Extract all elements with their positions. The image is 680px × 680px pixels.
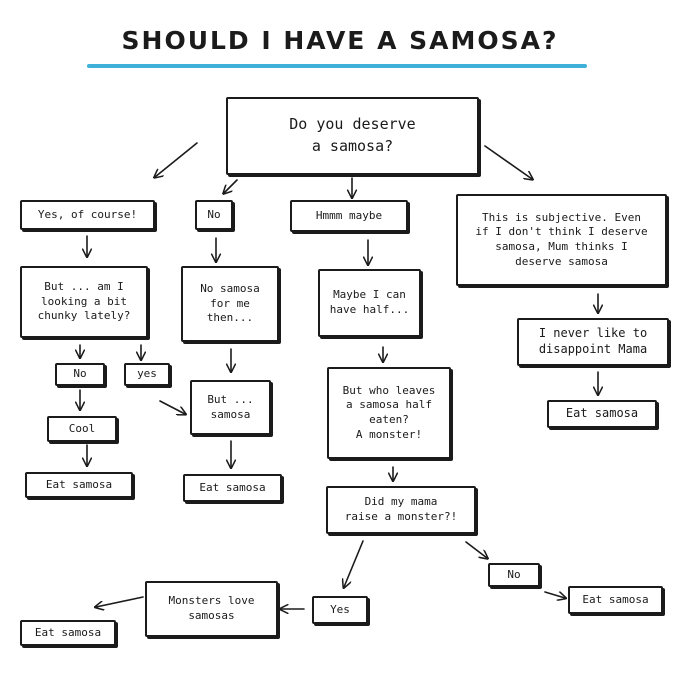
node-eat-samosa-mama: Eat samosa [547, 400, 657, 428]
node-chunky-no: No [55, 363, 105, 386]
node-chunky: But ... am I looking a bit chunky lately… [20, 266, 148, 338]
node-no-samosa: No samosa for me then... [181, 266, 279, 342]
node-eat-samosa-cool: Eat samosa [25, 472, 133, 498]
node-disappoint-mama: I never like to disappoint Mama [517, 318, 669, 366]
node-monsters-love: Monsters love samosas [145, 581, 278, 637]
node-eat-samosa-monster-no: Eat samosa [568, 586, 663, 614]
node-subjective: This is subjective. Even if I don't thin… [456, 194, 667, 286]
page-title: SHOULD I HAVE A SAMOSA? [121, 26, 559, 55]
node-hmmm-maybe: Hmmm maybe [290, 200, 408, 232]
node-monster-no: No [488, 563, 540, 587]
node-who-leaves: But who leaves a samosa half eaten? A mo… [327, 367, 451, 459]
arrow-raise-to-no [465, 541, 487, 558]
node-half: Maybe I can have half... [318, 269, 421, 337]
node-but-samosa: But ... samosa [190, 380, 271, 435]
arrow-deserve-to-yes [155, 142, 198, 177]
arrow-deserve-to-subjective [484, 145, 532, 179]
node-yes-of-course: Yes, of course! [20, 200, 155, 230]
arrow-deserve-to-no [224, 179, 238, 193]
arrow-raise-to-yes [344, 540, 364, 587]
node-no: No [195, 200, 233, 230]
node-cool: Cool [47, 416, 117, 442]
node-monster-yes: Yes [312, 596, 368, 624]
node-eat-samosa-final: Eat samosa [20, 620, 116, 646]
title-underline [87, 64, 587, 68]
node-deserve-samosa: Do you deserve a samosa? [226, 97, 479, 175]
node-chunky-yes: yes [124, 363, 170, 386]
arrow-yes-to-butsamosa [159, 400, 185, 414]
arrow-monsters-to-eat [96, 596, 144, 607]
arrow-no-to-eat [544, 592, 565, 598]
node-raise-monster: Did my mama raise a monster?! [326, 486, 476, 534]
node-eat-samosa-but: Eat samosa [183, 474, 282, 502]
